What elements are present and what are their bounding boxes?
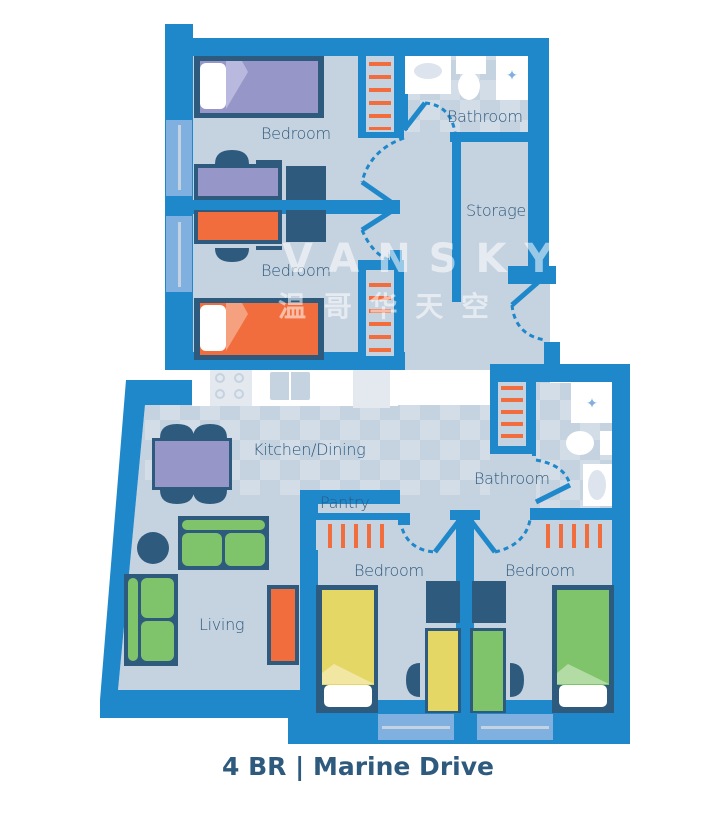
svg-text:✦: ✦	[506, 67, 518, 83]
bathroom-fixtures: ✦ ✦	[405, 56, 612, 506]
page-title: 4 BR | Marine Drive	[222, 752, 494, 781]
doors	[360, 101, 572, 554]
dining-table	[152, 424, 232, 504]
room-label-pantry: Pantry	[320, 493, 370, 512]
room-label-bedroom-3: Bedroom	[354, 561, 424, 580]
watermark-chinese: 温 哥 华 天 空	[278, 290, 493, 323]
living-furniture	[124, 516, 299, 666]
room-label-bathroom-1: Bathroom	[447, 107, 523, 126]
bedroom-3-furniture	[316, 581, 461, 713]
kitchen-counter	[192, 370, 398, 408]
windows	[166, 120, 553, 740]
watermark-brand: VANSKY	[282, 236, 572, 282]
room-label-bedroom-4: Bedroom	[505, 561, 575, 580]
room-label-bathroom-2: Bathroom	[474, 469, 550, 488]
room-label-bedroom-2: Bedroom	[261, 261, 331, 280]
bedroom-4-furniture	[470, 581, 614, 713]
room-label-kitchen-dining: Kitchen/Dining	[253, 440, 366, 459]
closets	[316, 56, 610, 552]
room-label-bedroom-1: Bedroom	[261, 124, 331, 143]
svg-text:✦: ✦	[586, 395, 598, 411]
bedroom-2-furniture	[194, 210, 326, 360]
room-label-living: Living	[199, 615, 245, 634]
room-label-storage: Storage	[466, 201, 526, 220]
bedroom-1-furniture	[194, 56, 326, 200]
